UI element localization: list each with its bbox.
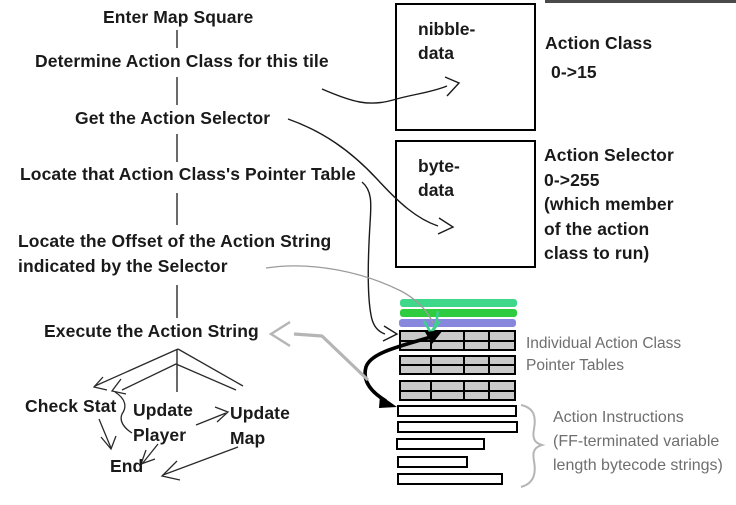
- arrow-head-icon: [160, 460, 181, 481]
- pointer-table-1: [399, 330, 516, 351]
- subflow-node-end: End: [110, 456, 144, 476]
- arrow-locate-to-table: [361, 181, 399, 342]
- flow-step-locate-pointer-table: Locate that Action Class's Pointer Table: [20, 164, 356, 184]
- action-selector-note-line3: (which member: [544, 194, 674, 215]
- subflow-node-update-player-line1: Update: [133, 400, 193, 420]
- flow-step-determine-action-class: Determine Action Class for this tile: [35, 51, 329, 71]
- instruction-bar-4: [397, 456, 468, 468]
- pointer-tables-label-line2: Pointer Tables: [526, 357, 624, 374]
- arrow-execute-gray: [268, 320, 370, 382]
- flow-step-get-action-selector: Get the Action Selector: [75, 108, 271, 128]
- action-selector-note-line4: of the action: [544, 218, 650, 239]
- pointer-table-3: [399, 380, 516, 401]
- subflow-node-update-map: Update Map: [230, 401, 290, 451]
- action-selector-note-line1: Action Selector: [544, 145, 674, 165]
- flow-step-execute-action-string: Execute the Action String: [44, 321, 259, 341]
- pointer-tables-label-line1: Individual Action Class: [526, 335, 682, 352]
- nibble-data-label-line1: nibble-: [418, 19, 476, 39]
- action-selector-note-line5: class to run): [544, 243, 650, 264]
- action-instructions-label-line1: Action Instructions: [553, 409, 684, 426]
- action-selector-note-line2: 0->255: [544, 169, 600, 190]
- action-class-note-line2: 0->15: [551, 62, 597, 82]
- subflow-node-update-map-line1: Update: [230, 403, 290, 423]
- arrow-head-icon: [100, 435, 117, 451]
- subflow-node-update-map-line2: Map: [230, 428, 266, 448]
- subflow-node-check-stat: Check Stat: [25, 396, 117, 416]
- pointer-tables-label: Individual Action Class Pointer Tables: [526, 333, 681, 377]
- action-selector-note: Action Selector 0->255 (which member of …: [544, 143, 674, 266]
- arrow-head-icon: [110, 378, 127, 395]
- arrow-head-icon: [92, 376, 108, 391]
- subflow-node-update-player-line2: Player: [133, 425, 187, 445]
- action-instructions-label-line3: length bytecode strings): [553, 457, 723, 474]
- action-instructions-label: Action Instructions (FF-terminated varia…: [553, 406, 723, 478]
- arrow-head-icon: [382, 325, 399, 342]
- flow-step-locate-offset: Locate the Offset of the Action String i…: [18, 229, 331, 279]
- byte-data-label-line2: data: [418, 180, 454, 200]
- byte-data-label-line1: byte-: [418, 156, 460, 176]
- byte-data-box: byte- data: [395, 140, 536, 268]
- arrow-head-icon: [268, 320, 291, 348]
- nibble-data-box: nibble- data: [395, 3, 536, 131]
- class-bar-purple: [399, 319, 516, 327]
- class-bar-green-light: [400, 299, 517, 307]
- arrow-head-icon: [214, 406, 230, 423]
- pointer-table-2: [399, 355, 516, 375]
- instruction-bar-2: [397, 421, 518, 433]
- subflow-node-update-player: Update Player: [133, 398, 193, 448]
- flow-step-enter-map-square: Enter Map Square: [103, 7, 254, 27]
- instruction-bar-3: [396, 438, 485, 450]
- action-instructions-label-line2: (FF-terminated variable: [553, 433, 720, 450]
- arrow-head-icon: [379, 395, 397, 408]
- action-class-note: Action Class 0->15: [545, 29, 652, 87]
- flow-step-locate-offset-line2: indicated by the Selector: [18, 256, 228, 276]
- brace-icon: [520, 404, 546, 488]
- flow-step-locate-offset-line1: Locate the Offset of the Action String: [18, 231, 332, 251]
- nibble-data-label-line2: data: [418, 43, 454, 63]
- screen-edge-strip: [545, 0, 736, 3]
- class-bar-green: [400, 309, 517, 317]
- instruction-bar-1: [397, 405, 517, 417]
- instruction-bar-5: [397, 473, 503, 485]
- action-class-note-line1: Action Class: [545, 33, 653, 53]
